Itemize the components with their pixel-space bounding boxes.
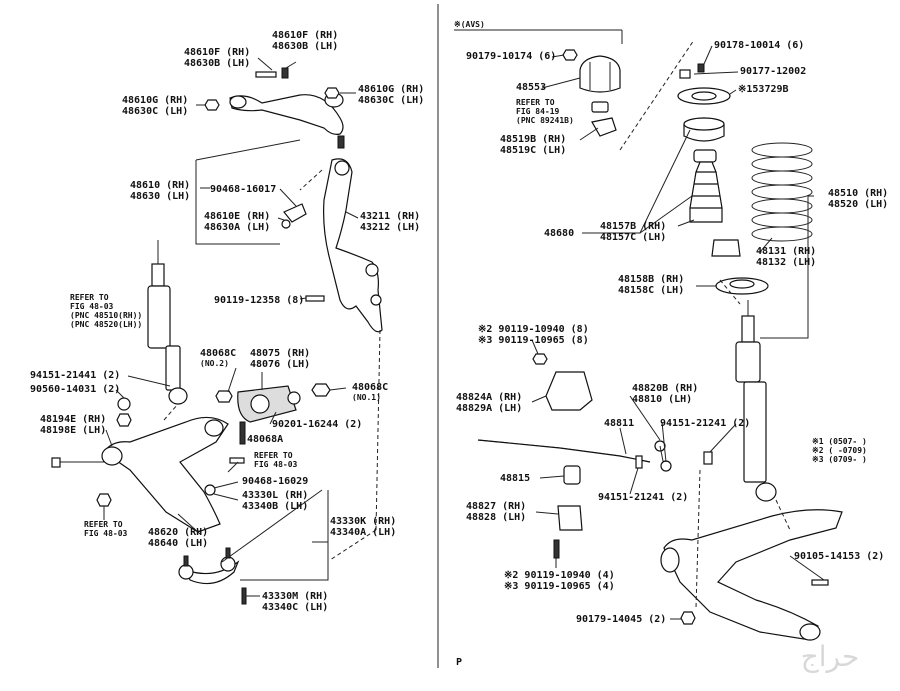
label-48610f-left: 48610F (RH)48630B (LH) bbox=[184, 47, 251, 69]
label-48158b: 48158B (RH)48158C (LH) bbox=[618, 274, 685, 296]
stabilizer-link bbox=[635, 440, 713, 472]
label-90105-14153: 90105-14153 (2) bbox=[794, 551, 885, 562]
left-shock-absorber bbox=[147, 240, 188, 405]
label-48157b: 48157B (RH)48157C (LH) bbox=[600, 221, 667, 243]
label-43211: 43211 (RH)43212 (LH) bbox=[360, 211, 421, 233]
label-48820b: 48820B (RH)48810 (LH) bbox=[632, 383, 699, 405]
label-90468-16017: 90468-16017 bbox=[210, 184, 277, 195]
label-90119-10940-bot: ※2 90119-10940 (4)※3 90119-10965 (4) bbox=[504, 570, 615, 592]
label-48811: 48811 bbox=[604, 418, 635, 429]
label-48610f-top: 48610F (RH)48630B (LH) bbox=[272, 30, 339, 52]
right-leader-lines bbox=[531, 39, 825, 620]
upper-support-mount bbox=[677, 63, 731, 142]
label-48610e: 48610E (RH)48630A (LH) bbox=[204, 211, 271, 233]
label-90178-10014: 90178-10014 (6) bbox=[714, 40, 805, 51]
ball-joint bbox=[178, 547, 247, 605]
label-48068c-no2: 48068C(NO.2) bbox=[200, 348, 237, 368]
clip-48610e bbox=[281, 203, 307, 229]
label-48068a: 48068A bbox=[247, 434, 284, 445]
avs-actuator bbox=[562, 49, 621, 137]
shock-lower-bolt-nut bbox=[116, 397, 132, 427]
label-48815: 48815 bbox=[500, 473, 531, 484]
label-153729b: ※153729B bbox=[738, 84, 789, 95]
label-48610g-right: 48610G (RH)48630C (LH) bbox=[358, 84, 425, 106]
left-leader-lines bbox=[103, 57, 381, 597]
label-94151-21241-b: 94151-21241 (2) bbox=[598, 492, 689, 503]
label-48610: 48610 (RH)48630 (LH) bbox=[130, 180, 191, 202]
label-43330k: 43330K (RH)43340A (LH) bbox=[330, 516, 397, 538]
label-90177-12002: 90177-12002 bbox=[740, 66, 807, 77]
coil-spring bbox=[751, 142, 813, 242]
knuckle-bolt bbox=[305, 295, 325, 302]
label-90201-16244: 90201-16244 (2) bbox=[272, 419, 363, 430]
label-48131: 48131 (RH)48132 (LH) bbox=[756, 246, 817, 268]
label-48510: 48510 (RH)48520 (LH) bbox=[828, 188, 889, 210]
steering-knuckle bbox=[323, 158, 383, 333]
page-marker: P bbox=[456, 657, 463, 668]
label-48620: 48620 (RH)48640 (LH) bbox=[148, 527, 209, 549]
label-48519b: 48519B (RH)48519C (LH) bbox=[500, 134, 567, 156]
upper-control-arm bbox=[229, 92, 345, 149]
label-90179-10174: 90179-10174 (6) bbox=[466, 51, 557, 62]
label-94151-21441: 94151-21441 (2) bbox=[30, 370, 121, 381]
label-48553: 48553 bbox=[516, 82, 547, 93]
lower-spring-seat bbox=[715, 277, 769, 295]
label-90468-16029: 90468-16029 bbox=[242, 476, 309, 487]
label-90179-14045: 90179-14045 (2) bbox=[576, 614, 667, 625]
label-48194e: 48194E (RH)48198E (LH) bbox=[40, 414, 107, 436]
label-48680: 48680 bbox=[544, 228, 575, 239]
label-48068c-no1: 48068C(NO.1) bbox=[352, 382, 389, 402]
label-90119-10940-top: ※2 90119-10940 (8)※3 90119-10965 (8) bbox=[478, 324, 589, 346]
label-48827: 48827 (RH)48828 (LH) bbox=[466, 501, 527, 523]
stabilizer-bar bbox=[477, 353, 651, 559]
lower-control-arm bbox=[51, 416, 229, 533]
label-48824a: 48824A (RH)48829A (LH) bbox=[456, 392, 523, 414]
label-94151-21241-a: 94151-21241 (2) bbox=[660, 418, 751, 429]
dust-boot bbox=[689, 149, 741, 257]
upper-arm-bolts bbox=[204, 67, 340, 111]
lower-arm-bushing bbox=[215, 383, 331, 445]
label-legend: ※1 (0507- )※2 ( -0709)※3 (0709- ) bbox=[812, 437, 867, 464]
label-48075: 48075 (RH)48076 (LH) bbox=[250, 348, 311, 370]
label-43330m: 43330M (RH)43340C (LH) bbox=[262, 591, 329, 613]
right-lower-arm bbox=[660, 509, 843, 641]
label-48610g-left: 48610G (RH)48630C (LH) bbox=[122, 95, 189, 117]
label-90560-14031: 90560-14031 (2) bbox=[30, 384, 121, 395]
right-shock-absorber bbox=[735, 300, 777, 502]
label-avs: ※(AVS) bbox=[454, 20, 485, 29]
label-90119-12358: 90119-12358 (8) bbox=[214, 295, 305, 306]
watermark: حراج bbox=[801, 640, 860, 674]
label-43330l: 43330L (RH)43340B (LH) bbox=[242, 490, 309, 512]
